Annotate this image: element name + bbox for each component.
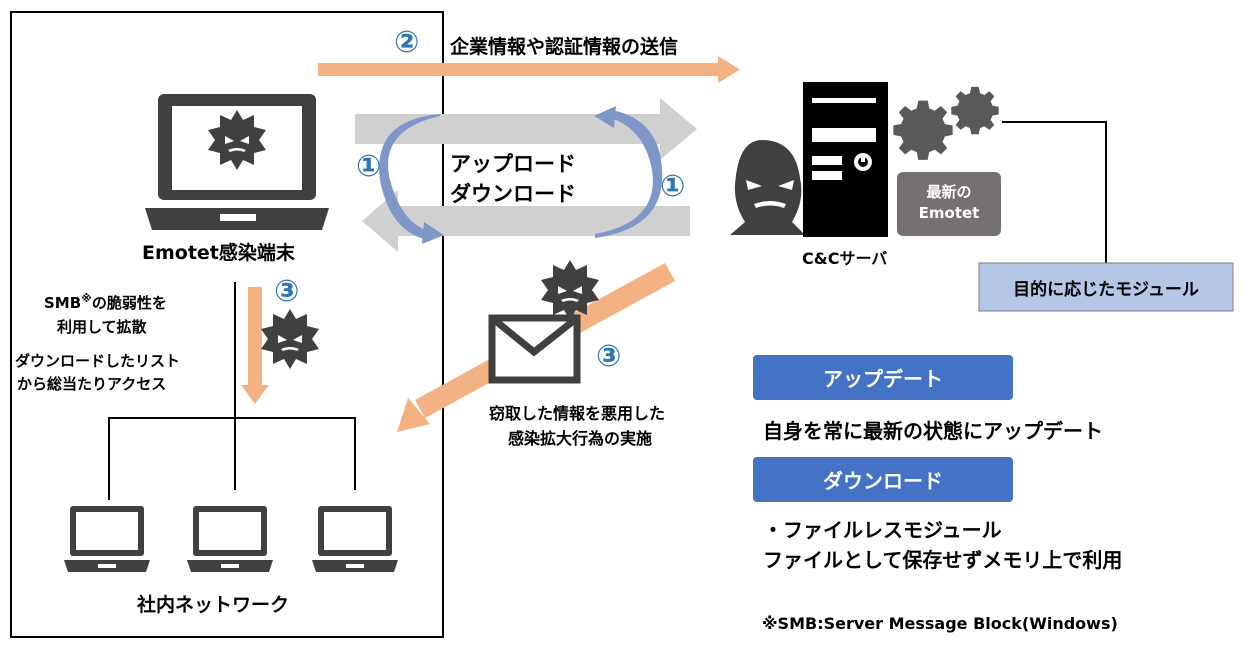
network-laptop-3: [312, 506, 398, 572]
internal-network-label: 社内ネットワーク: [137, 594, 290, 616]
infected-terminal-label: Emotet感染端末: [142, 242, 295, 264]
update-cycle-arrow-left: [379, 114, 444, 244]
footnote: ※SMB:Server Message Block(Windows): [762, 614, 1118, 633]
gear-icon-large: [893, 100, 953, 160]
legend-download-desc-line2: ファイルとして保存せずメモリ上で利用: [763, 548, 1123, 572]
download-label: ダウンロード: [450, 182, 576, 206]
latest-emotet-line1: 最新の: [926, 183, 972, 201]
cc-server-label: C&Cサーバ: [802, 249, 888, 268]
module-label: 目的に応じたモジュール: [1013, 280, 1199, 300]
internal-network-box: [10, 11, 444, 638]
smb-note-line1: SMB※の脆弱性を: [44, 292, 167, 312]
latest-emotet-line2: Emotet: [918, 204, 980, 222]
network-laptop-1: [64, 506, 150, 572]
module-box: [978, 262, 1234, 312]
update-cycle-arrow-right: [594, 106, 663, 238]
misuse-label-line1: 窃取した情報を悪用した: [489, 404, 666, 423]
latest-emotet-box: [897, 172, 1001, 236]
smb-note-line2: 利用して拡散: [57, 318, 147, 336]
list-note-line1: ダウンロードしたリスト: [15, 352, 181, 370]
list-note-line2: から総当たりアクセス: [17, 375, 167, 393]
spread-down-arrow: [241, 287, 269, 404]
step-1-marker-left: ①: [356, 149, 382, 184]
mail-envelope-icon: [488, 314, 581, 384]
module-connector-line: [1002, 121, 1107, 270]
network-branch-line: [108, 417, 356, 500]
network-laptop-2: [187, 506, 273, 572]
legend-update-title: アップデート: [753, 355, 1013, 400]
download-arrow: [362, 190, 690, 252]
upload-label: アップロード: [450, 152, 576, 176]
send-info-arrow: [318, 56, 740, 83]
hacker-icon: [730, 140, 805, 235]
send-info-label: 企業情報や認証情報の送信: [450, 36, 679, 58]
legend-update-desc: 自身を常に最新の状態にアップデート: [763, 419, 1103, 443]
legend-download-title: ダウンロード: [753, 457, 1013, 502]
step-1-marker-right: ①: [660, 169, 686, 204]
step-3-marker-network: ③: [274, 274, 300, 309]
cc-server-icon: [803, 82, 888, 237]
step-2-marker: ②: [394, 25, 420, 60]
virus-icon-spread: [261, 309, 319, 369]
legend-download-desc-line1: ・ファイルレスモジュール: [763, 518, 1002, 542]
step-3-marker-mail: ③: [596, 339, 622, 374]
misuse-label-line2: 感染拡大行為の実施: [508, 429, 653, 448]
gear-icon-small: [951, 86, 999, 135]
